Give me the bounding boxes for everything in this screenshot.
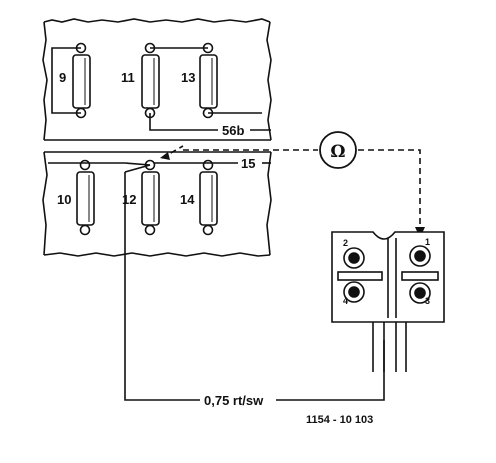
fuse-label-14: 14 — [180, 192, 195, 207]
fuse-10 — [76, 159, 95, 236]
wire-fuse9-loop — [51, 47, 81, 114]
connector-mid-right — [401, 271, 439, 281]
ohmmeter: Ω — [319, 131, 357, 169]
figure-code: 1154 - 10 103 — [306, 414, 373, 426]
fuse-label-12: 12 — [122, 192, 136, 207]
fuse-box-left-edge-lower — [42, 151, 48, 256]
pin-2-socket — [343, 247, 365, 269]
ohm-symbol: Ω — [330, 142, 345, 162]
dashed-lead-to-connector — [358, 149, 421, 232]
fuse-11 — [141, 42, 160, 119]
pin-label-4: 4 — [343, 296, 348, 306]
fuse-label-13: 13 — [181, 70, 195, 85]
fuse-box-left-edge-upper — [42, 21, 48, 141]
pin-1-socket — [409, 245, 431, 267]
ohmmeter-circle — [319, 131, 357, 169]
internal-wiring — [48, 47, 271, 173]
wire-label-56b: 56b — [222, 123, 244, 138]
fuse-box-right-edge-lower — [266, 151, 272, 256]
pin-label-3: 3 — [425, 296, 430, 306]
fuse-label-10: 10 — [57, 192, 71, 207]
fuse-box-right-edge-upper — [266, 21, 272, 141]
pin-3-socket — [409, 282, 431, 304]
connector-mid-left — [337, 271, 383, 281]
fuse-13 — [199, 42, 218, 119]
pin-4-socket — [343, 281, 365, 303]
fuse12-arrow-icon — [160, 152, 170, 160]
wire-spec-label: 0,75 rt/sw — [204, 393, 264, 408]
wire-lower-bus-center — [124, 162, 151, 166]
fuse-label-11: 11 — [121, 70, 135, 85]
fuse-box-bottom-edge — [43, 252, 271, 257]
fuse-box — [42, 18, 272, 257]
wire-spec-label-bg — [200, 393, 276, 408]
fuse-12 — [141, 159, 160, 236]
fuse-14 — [199, 159, 218, 236]
fuse-label-9: 9 — [59, 70, 66, 85]
fuse-9 — [72, 42, 91, 119]
wire-fuse12-branch — [124, 164, 151, 173]
wire-label-15: 15 — [241, 156, 255, 171]
pin-label-2: 2 — [343, 238, 348, 248]
fuse-box-top-edge — [43, 18, 271, 23]
connector — [331, 231, 445, 372]
pin-label-1: 1 — [425, 237, 430, 247]
wire-56b — [149, 113, 218, 131]
